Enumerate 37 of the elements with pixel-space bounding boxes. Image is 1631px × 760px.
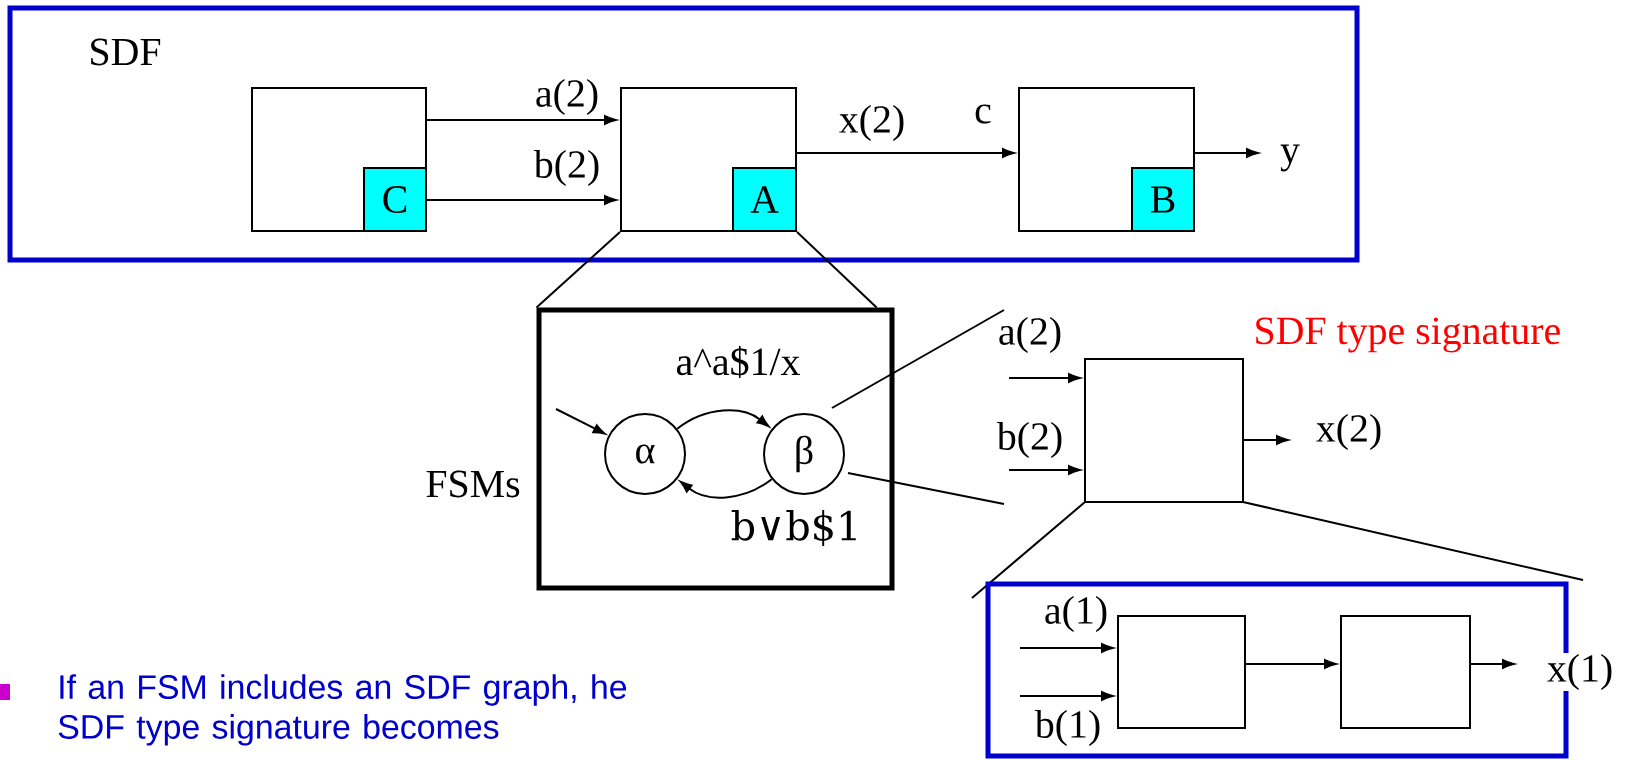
edge-label: a(2)	[533, 77, 601, 117]
tag-box: B	[1131, 167, 1195, 232]
tag-box: C	[363, 167, 427, 232]
tag-box: A	[732, 167, 797, 232]
edge-label: a(1)	[1042, 594, 1110, 634]
actor-box	[1340, 615, 1471, 729]
arrow	[796, 148, 1015, 158]
edge-label: x(1)	[1545, 652, 1615, 692]
edge-label: b(2)	[532, 148, 602, 188]
edge-label: x(2)	[837, 103, 907, 143]
node-caption: FSMs	[426, 470, 520, 498]
edge-label: b∨b$1	[729, 508, 863, 548]
edge-label: b(2)	[995, 420, 1065, 460]
arrow	[679, 478, 773, 499]
arrow	[1019, 691, 1114, 701]
arrow	[1008, 465, 1081, 475]
token-label: c	[975, 104, 991, 124]
edge-label: a^a$1/x	[674, 345, 802, 379]
arrow	[1245, 659, 1337, 669]
arrow	[1019, 643, 1114, 653]
arrow	[1243, 435, 1289, 445]
arrow	[426, 195, 617, 205]
edge-label: x(2)	[1314, 412, 1384, 452]
arrow	[1194, 148, 1259, 158]
arrow	[676, 409, 770, 430]
arrow	[426, 115, 617, 125]
actor-box	[1084, 358, 1244, 503]
bullet-text: If an FSM includes an SDF graph, he SDF type signature becomes	[58, 674, 627, 746]
edge-label: b(1)	[1033, 708, 1103, 748]
fsm-panel	[536, 307, 895, 591]
actor-box	[1117, 615, 1246, 729]
edge-label: a(2)	[996, 315, 1064, 355]
arrow	[555, 408, 606, 435]
arrow	[1008, 373, 1081, 383]
arrow	[1470, 659, 1515, 669]
node-caption: SDF type signature	[1256, 317, 1560, 353]
edge-label: y	[1279, 143, 1301, 173]
